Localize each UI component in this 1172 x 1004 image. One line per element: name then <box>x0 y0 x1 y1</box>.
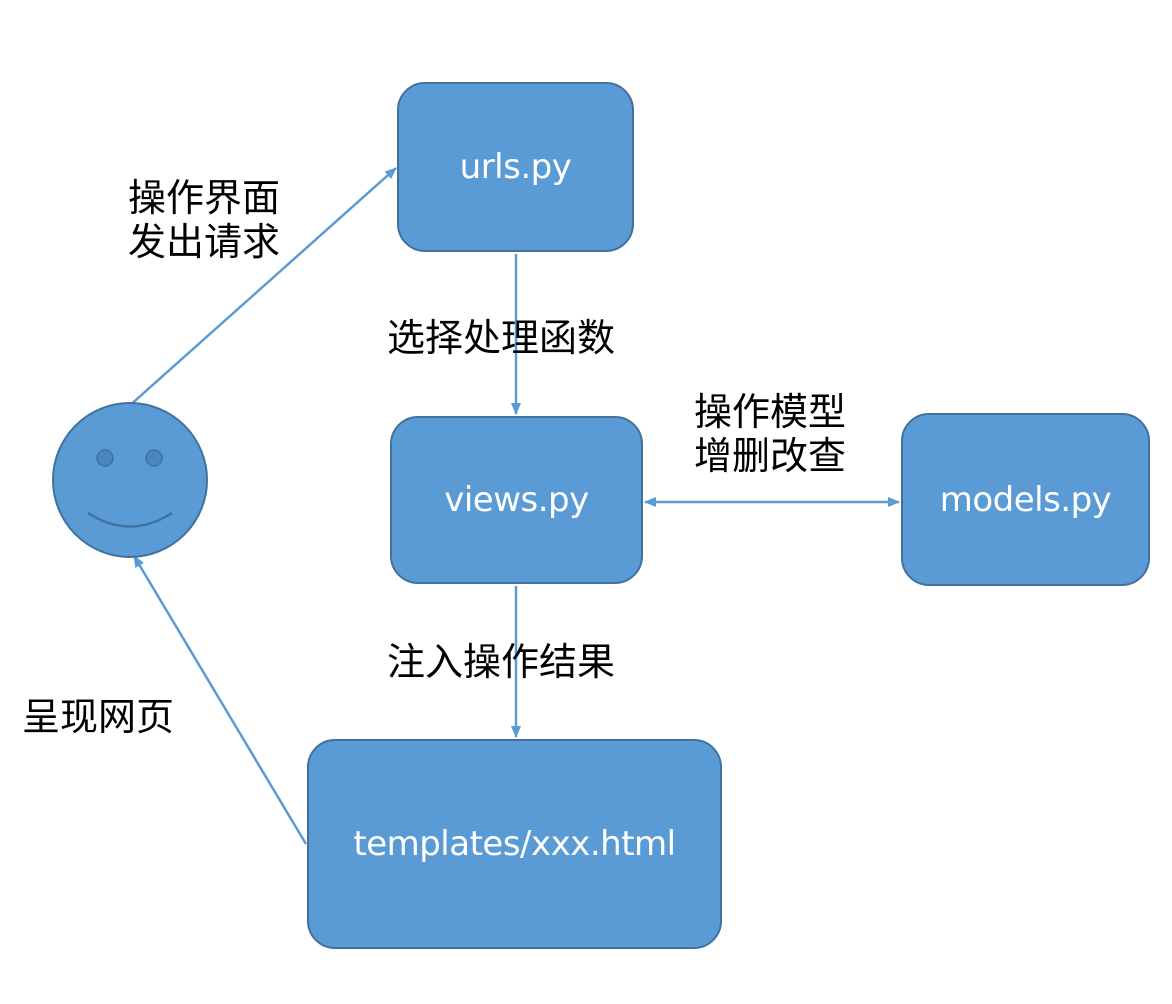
models-node-label: models.py <box>939 479 1112 520</box>
edge-label-model-ops-line-2: 增删改查 <box>694 434 847 478</box>
face-circle <box>52 402 208 558</box>
views-node-label: views.py <box>444 480 589 520</box>
edge-label-model-ops-line-1: 操作模型 <box>694 390 847 434</box>
right-eye <box>145 449 163 467</box>
smile <box>87 511 173 528</box>
templates-node-label: templates/xxx.html <box>353 824 676 864</box>
models-node: models.py <box>901 413 1150 586</box>
urls-node-label: urls.py <box>459 147 572 187</box>
views-node: views.py <box>390 416 643 584</box>
templates-node: templates/xxx.html <box>307 739 722 949</box>
edge-label-inject: 注入操作结果 <box>387 640 616 684</box>
edge-label-request: 操作界面 发出请求 <box>128 176 280 264</box>
edge-user-to-urls <box>127 167 397 408</box>
edge-label-request-line-2: 发出请求 <box>128 220 281 264</box>
left-eye <box>96 449 114 467</box>
edge-templates-to-user <box>132 555 308 845</box>
edge-label-render: 呈现网页 <box>22 695 175 739</box>
edge-label-request-line-1: 操作界面 <box>128 176 281 220</box>
edge-label-model-ops: 操作模型 增删改查 <box>694 390 846 478</box>
edge-label-select: 选择处理函数 <box>387 316 616 360</box>
smiley-face-icon <box>52 402 208 558</box>
urls-node: urls.py <box>397 82 634 252</box>
